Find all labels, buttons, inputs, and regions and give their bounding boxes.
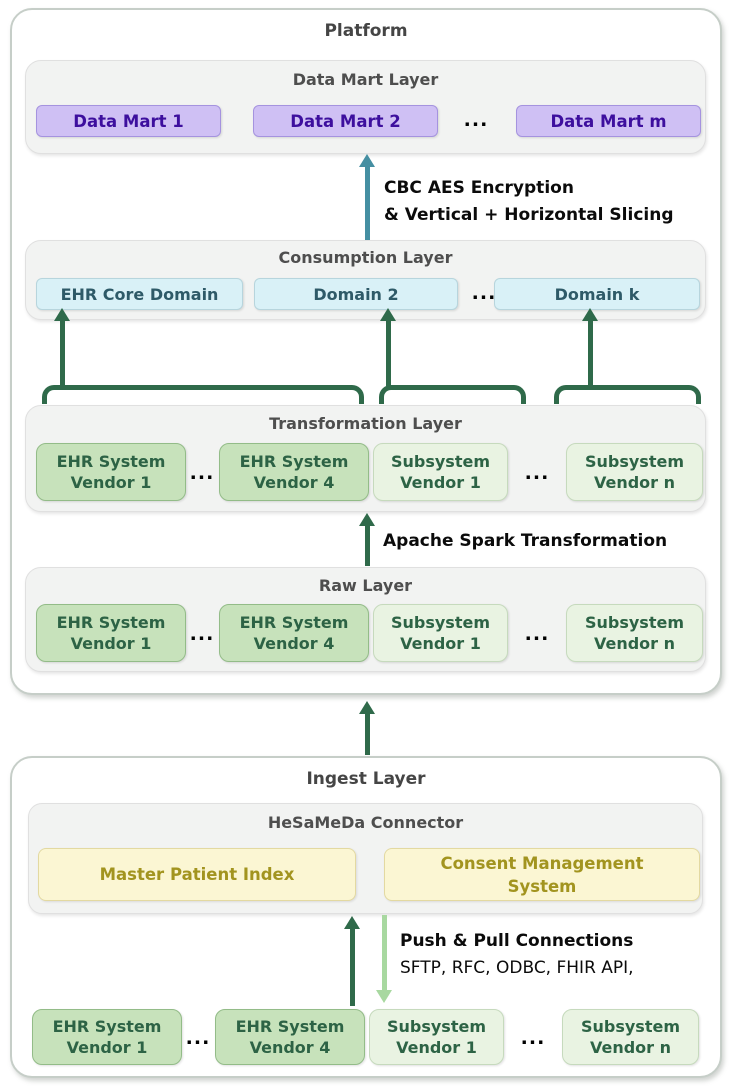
vendor-label: Vendor 4 (249, 1038, 331, 1057)
vendor-label: EHR System (52, 1017, 162, 1036)
connections-annotation-protocols: SFTP, RFC, ODBC, FHIR API, (400, 958, 634, 978)
data-mart-m-box: Data Mart m (516, 105, 701, 137)
vendor-label: Vendor 1 (396, 1038, 477, 1057)
vendor-ellipsis: ... (189, 623, 215, 645)
vendor-label: Vendor 1 (70, 634, 152, 653)
encryption-annotation: CBC AES Encryption & Vertical + Horizont… (384, 175, 674, 229)
platform-title: Platform (324, 21, 408, 41)
domain-arrow-3-shaft (588, 320, 593, 386)
vendor-label: Subsystem (584, 613, 684, 632)
domain-arrow-2-shaft (386, 320, 391, 386)
transformation-layer: Transformation Layer EHR System Vendor 1… (25, 405, 706, 512)
source-systems-row: EHR System Vendor 1 ... EHR System Vendo… (22, 1009, 704, 1065)
domain-arrow-1-icon (54, 308, 70, 321)
ingest-layer-title: Ingest Layer (306, 769, 426, 789)
transformation-layer-title: Transformation Layer (269, 414, 462, 433)
master-patient-index-box: Master Patient Index (38, 848, 356, 901)
bracket-connector-2 (379, 385, 526, 404)
bracket-connector-3 (554, 385, 701, 404)
transformation-ehr-vendor-1-box: EHR System Vendor 1 (36, 443, 186, 501)
vendor-label: Subsystem (390, 452, 490, 471)
source-ehr-vendor-1-box: EHR System Vendor 1 (32, 1009, 182, 1065)
data-mart-layer: Data Mart Layer Data Mart 1 Data Mart 2 … (25, 60, 706, 154)
source-ehr-vendor-4-box: EHR System Vendor 4 (215, 1009, 365, 1065)
vendor-label: Vendor 1 (400, 634, 481, 653)
vendor-label: EHR System (239, 452, 349, 471)
hesameda-connector: HeSaMeDa Connector Master Patient Index … (28, 803, 703, 914)
domain-arrow-1-shaft (60, 320, 65, 386)
vendor-ellipsis: ... (524, 623, 550, 645)
vendor-label: EHR System (56, 452, 166, 471)
raw-layer-title: Raw Layer (318, 576, 413, 595)
data-mart-2-box: Data Mart 2 (253, 105, 438, 137)
vendor-label: Vendor n (593, 473, 676, 492)
vendor-label: Vendor 1 (66, 1038, 148, 1057)
spark-arrow-icon (359, 513, 375, 526)
domain-ellipsis: ... (471, 282, 497, 304)
raw-ehr-vendor-1-box: EHR System Vendor 1 (36, 604, 186, 662)
vendor-ellipsis: ... (520, 1027, 546, 1049)
connections-annotation-title: Push & Pull Connections (400, 931, 634, 951)
vendor-label: Vendor 4 (253, 473, 335, 492)
data-mart-layer-title: Data Mart Layer (292, 70, 439, 89)
transformation-subsystem-vendor-n-box: Subsystem Vendor n (566, 443, 703, 501)
vendor-label: Vendor n (589, 1038, 672, 1057)
source-subsystem-vendor-n-box: Subsystem Vendor n (562, 1009, 699, 1065)
transformation-ehr-vendor-4-box: EHR System Vendor 4 (219, 443, 369, 501)
encryption-annotation-line1: CBC AES Encryption (384, 178, 574, 198)
vendor-label: Subsystem (390, 613, 490, 632)
raw-layer: Raw Layer EHR System Vendor 1 ... EHR Sy… (25, 567, 706, 672)
ehr-core-domain-box: EHR Core Domain (36, 278, 243, 310)
push-arrow-icon (344, 916, 360, 929)
vendor-label: Subsystem (584, 452, 684, 471)
vendor-label: Subsystem (386, 1017, 486, 1036)
vendor-ellipsis: ... (524, 462, 550, 484)
raw-ehr-vendor-4-box: EHR System Vendor 4 (219, 604, 369, 662)
vendor-label: EHR System (56, 613, 166, 632)
pull-arrow-icon (376, 990, 392, 1003)
domain-2-box: Domain 2 (254, 278, 458, 310)
domain-arrow-2-icon (380, 308, 396, 321)
source-subsystem-vendor-1-box: Subsystem Vendor 1 (369, 1009, 504, 1065)
transformation-subsystem-vendor-1-box: Subsystem Vendor 1 (373, 443, 508, 501)
vendor-label: EHR System (235, 1017, 345, 1036)
encryption-annotation-line2: & Vertical + Horizontal Slicing (384, 205, 674, 225)
ingest-platform-arrow-icon (359, 701, 375, 714)
consent-management-box: Consent Management System (384, 848, 700, 901)
data-mart-1-box: Data Mart 1 (36, 105, 221, 137)
raw-subsystem-vendor-1-box: Subsystem Vendor 1 (373, 604, 508, 662)
encryption-arrow-icon (359, 154, 375, 167)
vendor-label: EHR System (239, 613, 349, 632)
consumption-layer: Consumption Layer EHR Core Domain Domain… (25, 240, 706, 320)
vendor-ellipsis: ... (185, 1027, 211, 1049)
vendor-ellipsis: ... (189, 462, 215, 484)
ingest-platform-arrow-shaft (365, 713, 370, 755)
vendor-label: Subsystem (580, 1017, 680, 1036)
push-arrow-shaft (350, 928, 355, 1006)
raw-subsystem-vendor-n-box: Subsystem Vendor n (566, 604, 703, 662)
hesameda-connector-title: HeSaMeDa Connector (267, 813, 464, 832)
data-mart-ellipsis: ... (463, 109, 489, 131)
bracket-connector-1 (42, 385, 364, 404)
vendor-label: Vendor 4 (253, 634, 335, 653)
pull-arrow-shaft (382, 915, 387, 990)
consumption-layer-title: Consumption Layer (278, 248, 453, 267)
spark-annotation: Apache Spark Transformation (383, 531, 668, 551)
consent-management-label: Consent Management System (440, 853, 644, 896)
vendor-label: Vendor 1 (70, 473, 152, 492)
domain-arrow-3-icon (582, 308, 598, 321)
spark-arrow-shaft (365, 525, 370, 566)
encryption-arrow-shaft (365, 166, 370, 240)
vendor-label: Vendor 1 (400, 473, 481, 492)
vendor-label: Vendor n (593, 634, 676, 653)
master-patient-index-label: Master Patient Index (99, 865, 295, 884)
domain-k-box: Domain k (494, 278, 700, 310)
